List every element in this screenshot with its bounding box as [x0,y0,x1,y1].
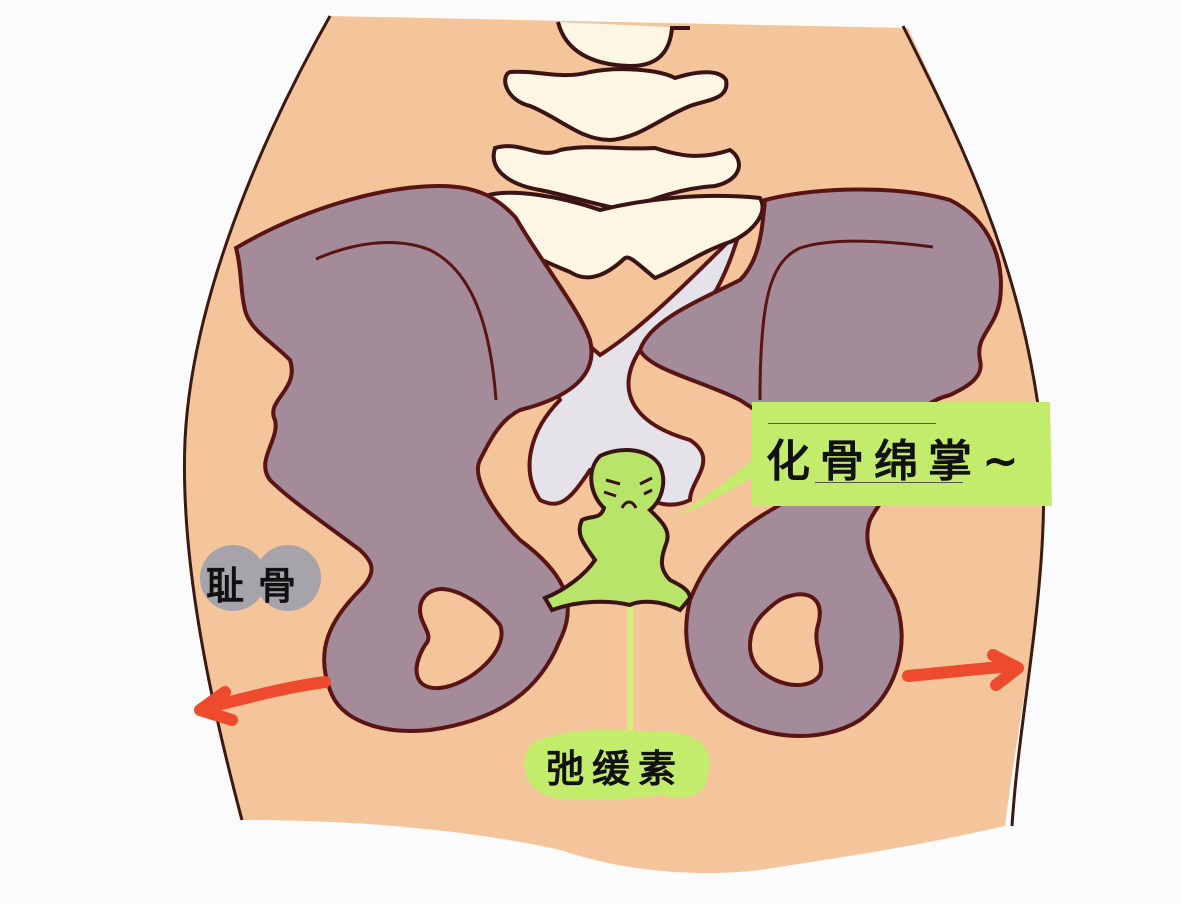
left-hip-bone [233,183,594,733]
character-face [603,476,653,509]
speech-bubble-text: 化骨绵掌~ [766,436,1029,487]
pubic-bone-label: 耻骨 [206,564,311,608]
relaxin-character [542,448,693,613]
vertebra-3 [491,144,741,213]
left-arrow [194,676,331,726]
right-arrow [902,649,1024,691]
speech-underline-top [768,423,936,424]
right-obturator-foramen [748,592,824,688]
speech-underline-bottom [815,482,963,483]
left-obturator-foramen [414,587,504,691]
sacrum [486,219,745,507]
left-hip-inner-line [315,241,498,401]
speech-bubble [680,402,1052,515]
pubis-badge [200,545,321,611]
right-hip-inner-line [758,239,934,401]
vertebra-1 [556,21,690,69]
relaxin-label: 弛缓素 [546,747,685,791]
relaxin-label-bubble [524,729,710,800]
vertebra-2 [503,67,729,143]
